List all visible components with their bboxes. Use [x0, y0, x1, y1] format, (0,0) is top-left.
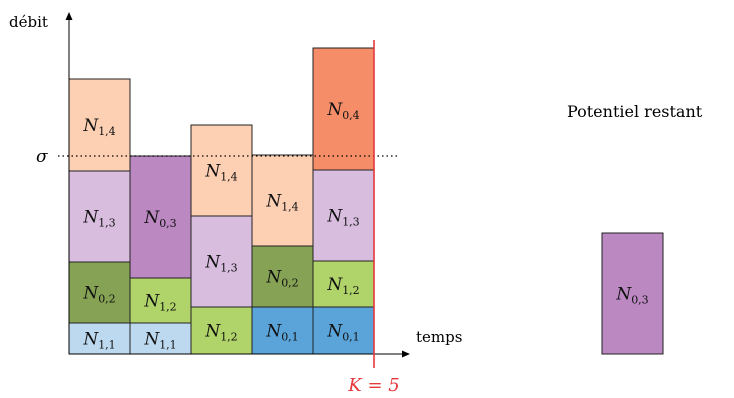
block-col4-n02-label: N0,2 [265, 268, 298, 290]
block-col3-n12-label-sub: 1,2 [220, 331, 238, 344]
block-col2-n11-label: N1,1 [143, 330, 176, 352]
block-col3-n13-label-sub: 1,3 [220, 262, 238, 275]
block-col4-n14-label: N1,4 [265, 192, 298, 214]
remaining-panel-title: Potentiel restant [567, 102, 703, 121]
block-col5-n12: N1,2 [312, 260, 375, 308]
block-col3-n14-label: N1,4 [204, 162, 237, 184]
remaining-block-n03: N0,3 [601, 232, 664, 355]
block-col1-n11-label: N1,1 [82, 330, 115, 352]
remaining-block-n03-label-sub: 0,3 [631, 294, 649, 307]
block-col4-n02-label-sub: 0,2 [281, 277, 299, 290]
block-col2-n12-label-sub: 1,2 [159, 301, 177, 314]
block-col1-n11-label-base: N [82, 330, 99, 350]
block-col3-n12-label: N1,2 [204, 322, 237, 344]
block-col2-n11-label-base: N [143, 330, 160, 350]
remaining-block-n03-label-base: N [615, 285, 632, 305]
block-col5-n13-rect [312, 169, 375, 262]
block-col1-n11: N1,1 [68, 322, 131, 355]
block-col1-n14: N1,4 [68, 78, 131, 172]
block-col1-n02-label-sub: 0,2 [98, 293, 116, 306]
block-col5-n04-label: N0,4 [326, 100, 359, 122]
block-col3-n13-label: N1,3 [204, 253, 237, 275]
block-col2-n11-label-sub: 1,1 [159, 339, 177, 352]
y-axis-arrowhead [65, 12, 73, 20]
block-col4-n14: N1,4 [251, 154, 314, 247]
block-col5-n01-label-sub: 0,1 [342, 331, 360, 344]
block-col2-n03: N0,3 [129, 155, 192, 279]
block-col1-n11-label-sub: 1,1 [98, 339, 116, 352]
block-col2-n12-rect [129, 277, 192, 324]
block-col1-n13-label-sub: 1,3 [98, 217, 116, 230]
block-col5-n13-label-base: N [326, 207, 343, 227]
block-col5-n13-label-sub: 1,3 [342, 216, 360, 229]
block-col4-n02-rect [251, 245, 314, 308]
block-col4-n14-label-sub: 1,4 [281, 201, 299, 214]
block-col5-n01-label-base: N [326, 322, 343, 342]
x-axis-arrowhead [402, 350, 410, 358]
block-col3-n14: N1,4 [190, 124, 253, 217]
block-col4-n01-label: N0,1 [265, 322, 298, 344]
block-col3-n12: N1,2 [190, 306, 253, 355]
block-col1-n02: N0,2 [68, 261, 131, 324]
block-col5-n13-label: N1,3 [326, 207, 359, 229]
block-col1-n13: N1,3 [68, 170, 131, 263]
block-col2-n12-label: N1,2 [143, 292, 176, 314]
block-col1-n14-label-base: N [82, 116, 99, 136]
block-col3-n14-label-base: N [204, 162, 221, 182]
block-col1-n13-label: N1,3 [82, 208, 115, 230]
block-col4-n02: N0,2 [251, 245, 314, 308]
block-col2-n03-label: N0,3 [143, 208, 176, 230]
block-col2-n03-label-sub: 0,3 [159, 217, 177, 230]
block-col5-n12-label-base: N [326, 275, 343, 295]
block-col5-n12-label-sub: 1,2 [342, 284, 360, 297]
block-col5-n12-label: N1,2 [326, 275, 359, 297]
remaining-block-n03-label: N0,3 [615, 285, 648, 307]
block-col2-n03-label-base: N [143, 208, 160, 228]
block-col3-n13-label-base: N [204, 253, 221, 273]
block-col3-n14-label-sub: 1,4 [220, 171, 238, 184]
block-col5-n01-label: N0,1 [326, 322, 359, 344]
block-col4-n01-rect [251, 306, 314, 355]
block-col5-n04-label-sub: 0,4 [342, 109, 360, 122]
block-col1-n13-label-base: N [82, 208, 99, 228]
block-col5-n04: N0,4 [312, 47, 375, 171]
block-col4-n02-label-base: N [265, 268, 282, 288]
block-col5-n13: N1,3 [312, 169, 375, 262]
block-col2-n11: N1,1 [129, 322, 192, 355]
block-col5-n01: N0,1 [312, 306, 375, 355]
stacked-blocks: N1,1N0,2N1,3N1,4N1,1N1,2N0,3N1,2N1,3N1,4… [68, 47, 375, 355]
x-axis-label: temps [416, 328, 462, 346]
y-axis-label: débit [9, 13, 48, 31]
block-col1-n14-label-sub: 1,4 [98, 125, 116, 138]
block-col4-n01-label-base: N [265, 322, 282, 342]
block-col4-n01-label-sub: 0,1 [281, 331, 299, 344]
block-col3-n13: N1,3 [190, 215, 253, 308]
k-marker-label: K = 5 [347, 375, 399, 396]
block-col4-n01: N0,1 [251, 306, 314, 355]
remaining-block-n03-rect [601, 232, 664, 355]
block-col2-n12: N1,2 [129, 277, 192, 324]
block-col3-n12-label-base: N [204, 322, 221, 342]
block-col1-n13-rect [68, 170, 131, 263]
block-col2-n12-label-base: N [143, 292, 160, 312]
remaining-blocks: N0,3 [601, 232, 664, 355]
block-col1-n02-label-base: N [82, 284, 99, 304]
sigma-label: σ [36, 147, 48, 167]
block-col5-n04-rect [312, 47, 375, 171]
block-col4-n14-label-base: N [265, 192, 282, 212]
block-col1-n02-label: N0,2 [82, 284, 115, 306]
block-col5-n04-label-base: N [326, 100, 343, 120]
block-col1-n14-label: N1,4 [82, 116, 115, 138]
